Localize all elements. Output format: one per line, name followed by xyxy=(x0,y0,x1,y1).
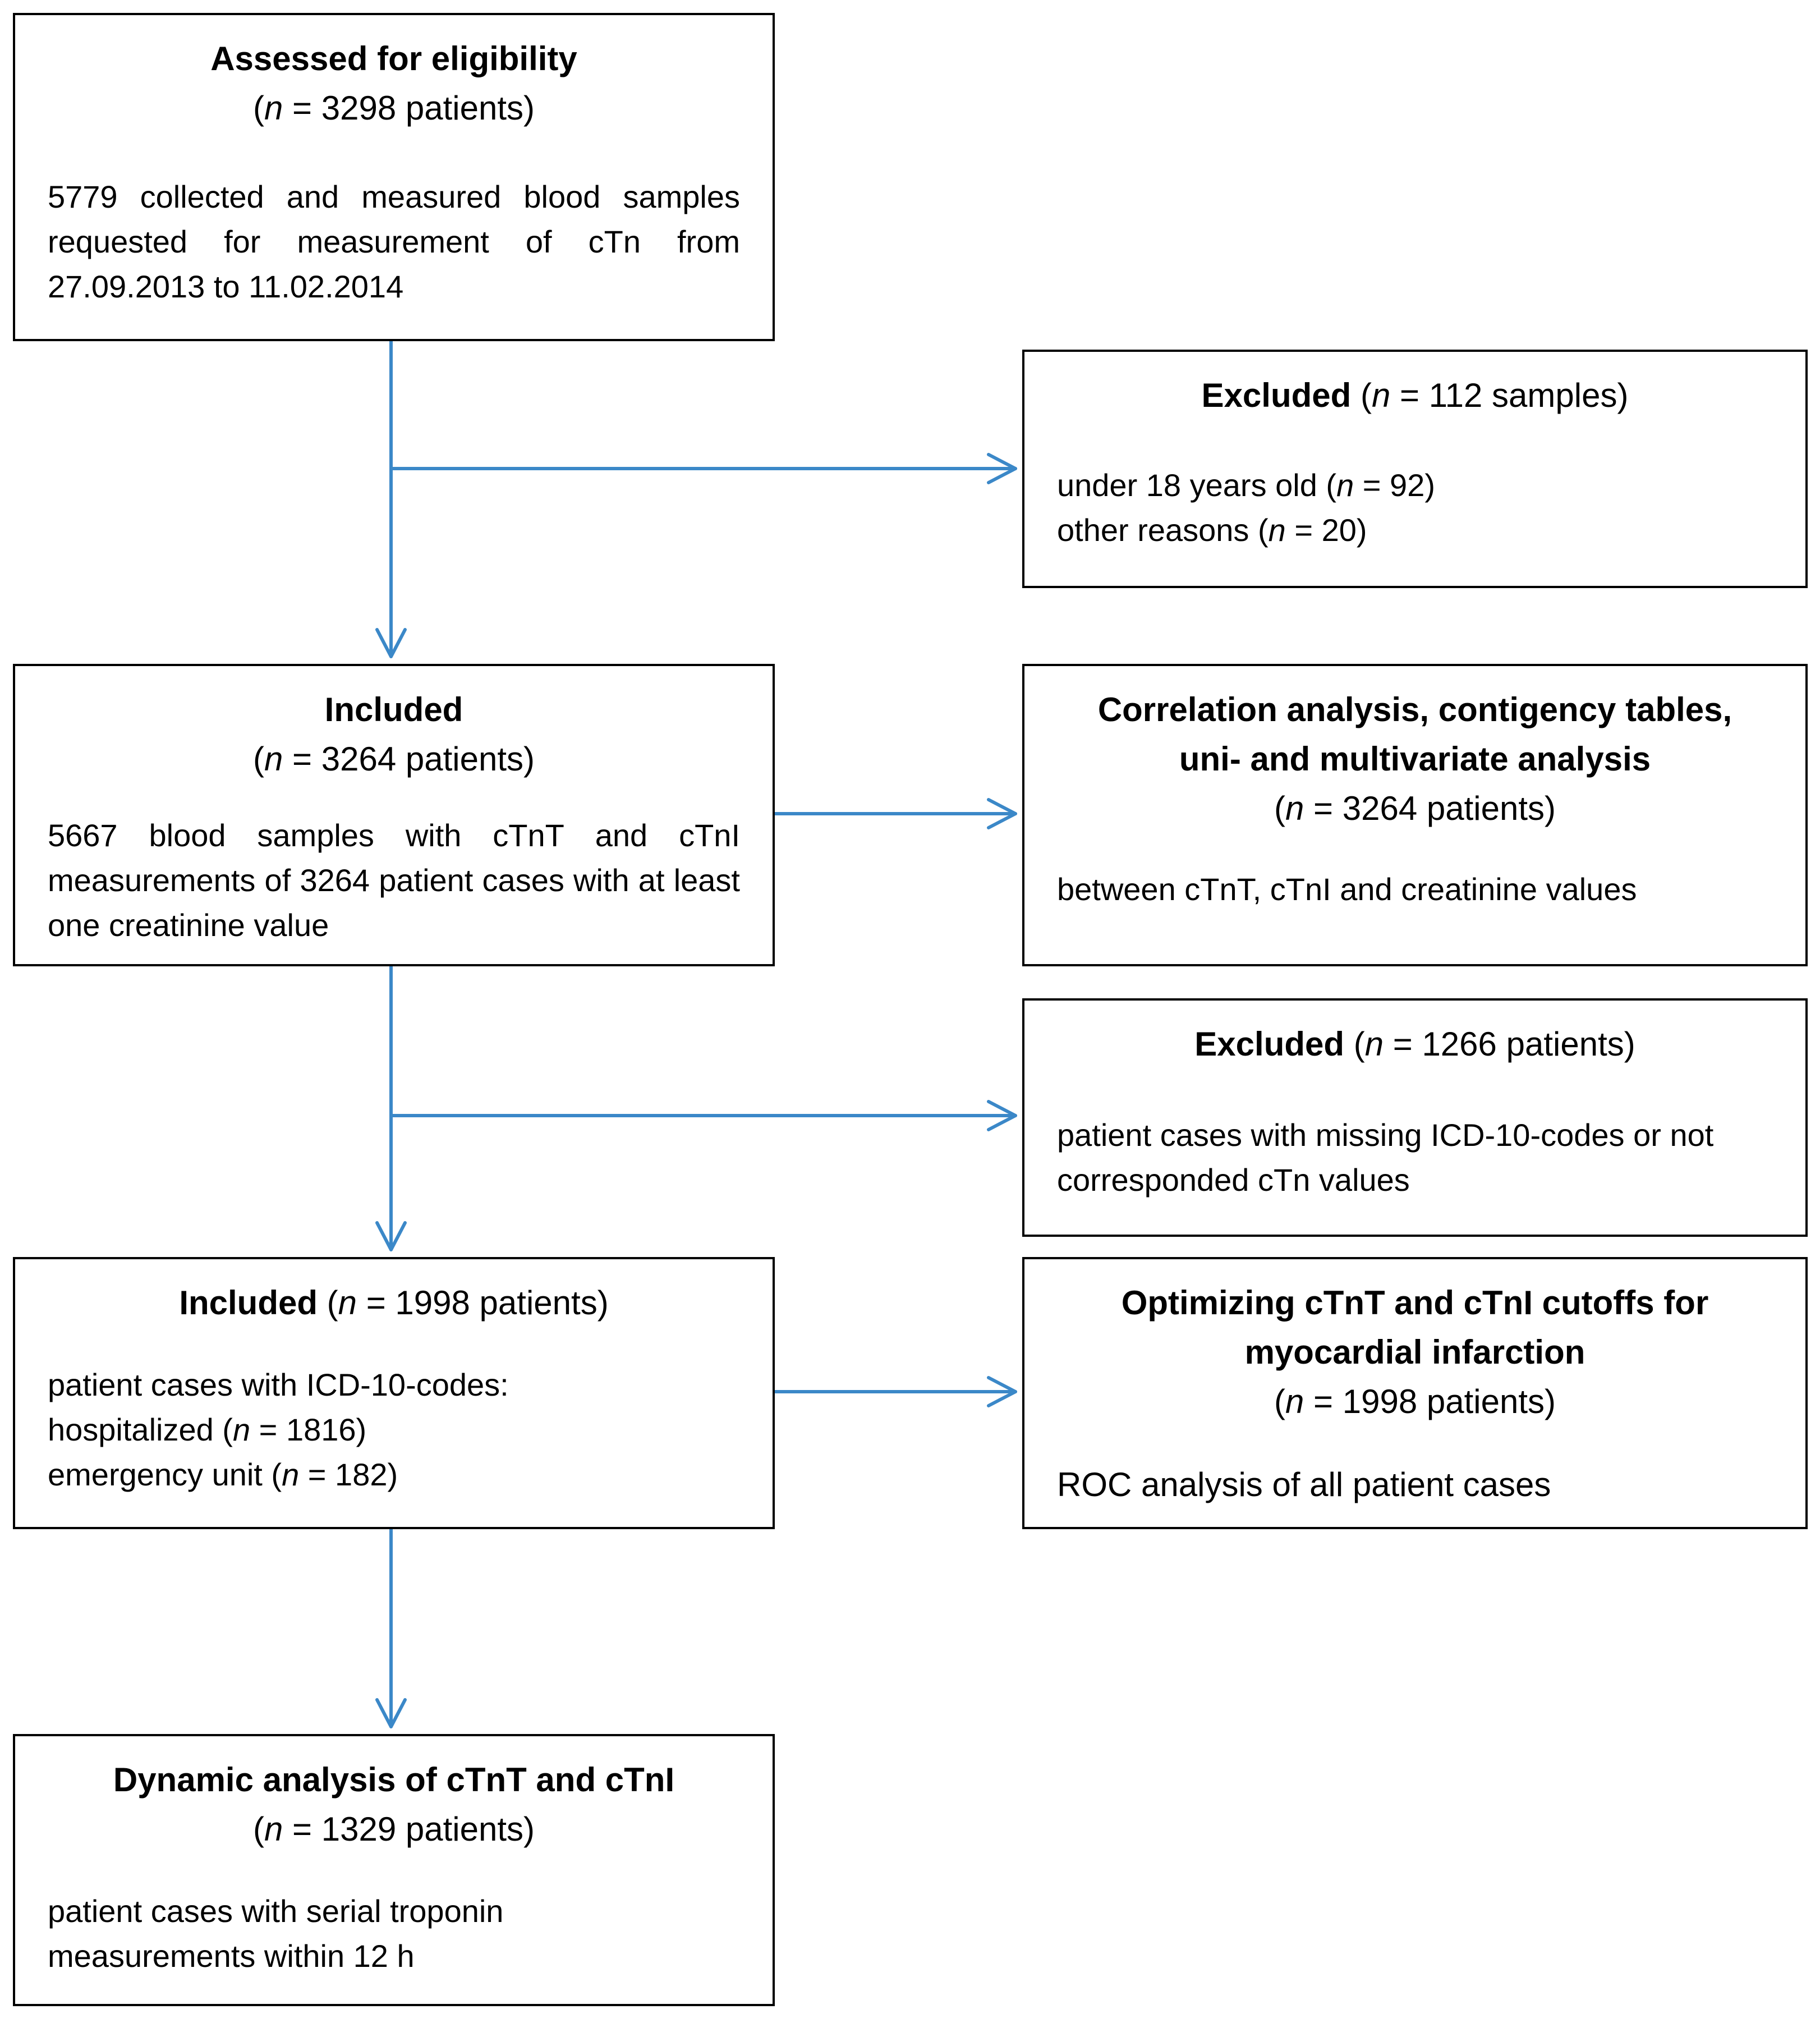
excluded-reason-age: under 18 years old (n = 92) xyxy=(1057,467,1435,503)
arrowhead-optimizing xyxy=(987,1376,1017,1407)
correlation-title-line1: Correlation analysis, contigency tables, xyxy=(1097,691,1732,728)
excluded-samples-header: Excluded (n = 112 samples) xyxy=(1201,377,1629,414)
excluded-patients-description: patient cases with missing ICD-10-codes … xyxy=(1057,1117,1714,1198)
excluded-samples-box: Excluded (n = 112 samples) under 18 year… xyxy=(1022,350,1808,588)
optimizing-title-line2: myocardial infarction xyxy=(1244,1333,1585,1371)
included-icd-hospitalized: hospitalized (n = 1816) xyxy=(48,1412,367,1447)
arrowhead-correlation xyxy=(987,798,1017,829)
arrowhead-included-2 xyxy=(375,1221,407,1251)
dynamic-title: Dynamic analysis of cTnT and cTnI xyxy=(113,1761,675,1799)
assessed-count: (n = 3298 patients) xyxy=(252,89,535,127)
dynamic-count: (n = 1329 patients) xyxy=(252,1810,535,1848)
dynamic-description-line2: measurements within 12 h xyxy=(48,1938,415,1974)
optimizing-title-line1: Optimizing cTnT and cTnI cutoffs for xyxy=(1121,1284,1709,1322)
assessed-title: Assessed for eligibility xyxy=(210,40,577,77)
correlation-analysis-box: Correlation analysis, contigency tables,… xyxy=(1022,664,1808,966)
dynamic-description-line1: patient cases with serial troponin xyxy=(48,1893,504,1929)
correlation-title-line2: uni- and multivariate analysis xyxy=(1179,740,1651,778)
optimizing-count: (n = 1998 patients) xyxy=(1274,1383,1556,1420)
included-title: Included xyxy=(324,691,463,728)
correlation-count: (n = 3264 patients) xyxy=(1274,790,1556,827)
included-count: (n = 3264 patients) xyxy=(252,740,535,778)
included-patients-box: Included (n = 3264 patients) 5667 blood … xyxy=(13,664,775,966)
arrowhead-included xyxy=(375,628,407,658)
included-icd-header: Included (n = 1998 patients) xyxy=(179,1284,609,1322)
included-description: 5667 blood samples with cTnT and cTnI me… xyxy=(48,818,740,943)
included-icd-emergency: emergency unit (n = 182) xyxy=(48,1457,398,1492)
arrowhead-dynamic xyxy=(375,1698,407,1728)
arrowhead-excluded-samples xyxy=(987,453,1017,484)
included-icd-box: Included (n = 1998 patients) patient cas… xyxy=(13,1257,775,1529)
excluded-reason-other: other reasons (n = 20) xyxy=(1057,512,1367,548)
optimizing-description: ROC analysis of all patient cases xyxy=(1057,1466,1551,1503)
optimizing-cutoffs-box: Optimizing cTnT and cTnI cutoffs for myo… xyxy=(1022,1257,1808,1529)
assessed-eligibility-box: Assessed for eligibility (n = 3298 patie… xyxy=(13,13,775,341)
arrowhead-excluded-patients xyxy=(987,1100,1017,1131)
assessed-description: 5779 collected and measured blood sample… xyxy=(48,179,740,304)
excluded-patients-box: Excluded (n = 1266 patients) patient cas… xyxy=(1022,998,1808,1237)
included-icd-intro: patient cases with ICD-10-codes: xyxy=(48,1367,509,1402)
dynamic-analysis-box: Dynamic analysis of cTnT and cTnI (n = 1… xyxy=(13,1734,775,2006)
correlation-description: between cTnT, cTnI and creatinine values xyxy=(1057,871,1637,907)
excluded-patients-header: Excluded (n = 1266 patients) xyxy=(1194,1025,1635,1063)
